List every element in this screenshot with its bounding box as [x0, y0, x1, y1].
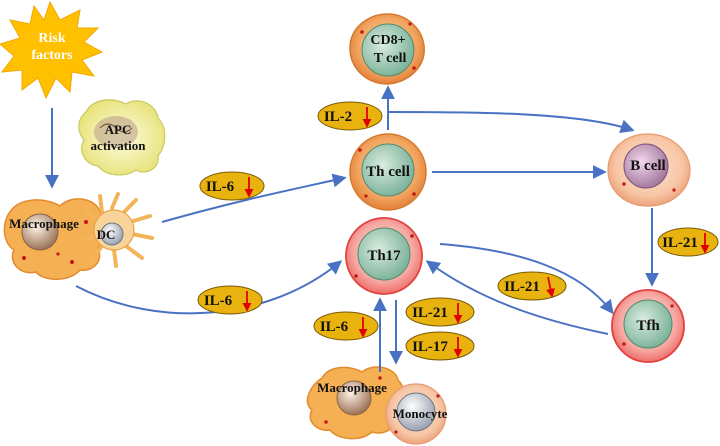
macrophage-left-label: Macrophage — [9, 216, 79, 231]
pill-il21-bottom: IL-21 — [405, 297, 475, 327]
pill-il6-mid: IL-6 — [197, 285, 263, 315]
pill-il21-diag-label: IL-21 — [504, 279, 540, 295]
risk-factors-starburst: Risk factors — [0, 0, 104, 100]
pill-il6-top-label: IL-6 — [206, 179, 235, 195]
pill-il2-label: IL-2 — [324, 109, 352, 125]
th17-label: Th17 — [367, 248, 401, 264]
arrow-th17-to-tfh — [439, 243, 614, 315]
pill-il6-bottom: IL-6 — [313, 311, 379, 341]
cd8-label-2: T cell — [374, 51, 407, 66]
th-cell: Th cell — [349, 133, 427, 211]
pill-il2: IL-2 — [317, 101, 383, 131]
monocyte-label: Monocyte — [393, 406, 448, 421]
risk-factors-label-2: factors — [31, 48, 73, 63]
b-cell: B cell — [607, 133, 691, 207]
pill-il21-bottom-label: IL-21 — [412, 305, 448, 321]
tfh-label: Tfh — [636, 318, 660, 334]
pill-il21-right-label: IL-21 — [662, 235, 698, 251]
th-cell-label: Th cell — [366, 164, 410, 180]
th17-cell: Th17 — [345, 217, 423, 295]
dc-label: DC — [97, 227, 116, 242]
pill-il17-bottom: IL-17 — [405, 331, 475, 361]
tfh-cell: Tfh — [611, 289, 685, 363]
apc-activation-cell: APC activation — [78, 99, 166, 176]
risk-factors-label-1: Risk — [38, 31, 65, 46]
down-arrow-icon — [546, 276, 555, 298]
pill-il17-bottom-label: IL-17 — [412, 339, 448, 355]
cd8-t-cell: CD8+ T cell — [349, 13, 425, 85]
arrow-tfh-to-th17 — [425, 260, 609, 335]
pill-il21-diag: IL-21 — [497, 271, 567, 301]
arrow-dc-to-th — [161, 173, 347, 223]
macrophage-left-cell: Macrophage — [3, 198, 106, 280]
apc-label-1: APC — [105, 122, 132, 137]
pill-il6-mid-label: IL-6 — [204, 293, 233, 309]
macrophage-bottom-cell: Macrophage — [306, 366, 405, 440]
monocyte-cell: Monocyte — [385, 383, 448, 445]
b-cell-label: B cell — [630, 158, 665, 174]
arrow-to-b-cell-top — [387, 111, 635, 133]
pill-il21-right: IL-21 — [657, 227, 719, 257]
dc-cell: DC — [80, 192, 154, 268]
pill-il6-bottom-label: IL-6 — [320, 319, 349, 335]
macrophage-bottom-label: Macrophage — [317, 380, 387, 395]
pill-il6-top: IL-6 — [199, 171, 265, 201]
apc-label-2: activation — [91, 138, 147, 153]
cd8-label-1: CD8+ — [370, 33, 405, 48]
